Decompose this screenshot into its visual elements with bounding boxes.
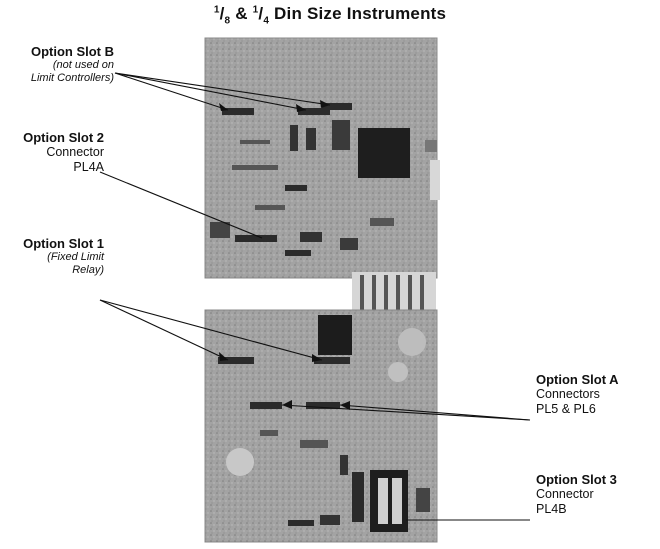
slot-b-connector-left — [222, 108, 254, 115]
leader-slot-1-a — [99, 299, 229, 361]
slot-3-line-2: PL4B — [536, 502, 567, 516]
slot-b-note-2: Limit Controllers) — [30, 72, 114, 84]
callout-option-slot-2: Option Slot 2 Connector PL4A — [0, 130, 104, 175]
callout-option-slot-1: Option Slot 1 (Fixed Limit Relay) — [0, 236, 104, 277]
leader-lines — [99, 72, 531, 521]
title-frac2-den: 4 — [263, 15, 270, 27]
leader-slot-1-b — [99, 299, 323, 361]
slot-1-connector-left — [218, 357, 254, 364]
leader-slot-a-1 — [281, 404, 531, 421]
leader-slot-b-1 — [114, 72, 229, 111]
slot-1-name: Option Slot 1 — [23, 236, 104, 251]
slot-b-connector-mid — [298, 108, 330, 115]
lower-ic-chip — [318, 315, 352, 355]
slot-2-line-2: PL4A — [73, 160, 104, 174]
slot-a-name: Option Slot A — [536, 372, 619, 387]
leader-slot-b-3 — [114, 72, 331, 106]
title-text: Din Size Instruments — [274, 4, 447, 23]
slot-3-name: Option Slot 3 — [536, 472, 617, 487]
slot-a-connector-pl6 — [306, 402, 340, 409]
slot-1-note-1: (Fixed Limit — [47, 251, 104, 263]
slot-2-line-1: Connector — [46, 145, 104, 159]
slot-2-connector-pl4a — [235, 235, 277, 242]
slot-b-name: Option Slot B — [30, 44, 114, 59]
slot-1-note-2: Relay) — [72, 264, 104, 276]
leader-slot-b-2 — [114, 72, 307, 111]
upper-board — [204, 37, 440, 279]
slot-3-line-1: Connector — [536, 487, 594, 501]
leader-slot-a-2 — [339, 404, 531, 421]
callout-option-slot-a: Option Slot A Connectors PL5 & PL6 — [536, 372, 658, 417]
arrowheads — [219, 100, 350, 410]
slot-1-connector-right — [314, 357, 350, 364]
large-ic-chip — [358, 128, 410, 178]
slot-a-connector-pl5 — [250, 402, 282, 409]
callout-option-slot-3: Option Slot 3 Connector PL4B — [536, 472, 658, 517]
slot-a-line-2: PL5 & PL6 — [536, 402, 596, 416]
slot-a-line-1: Connectors — [536, 387, 600, 401]
title-frac1-num: 1 — [213, 4, 220, 16]
diagram-title: 1/8 & 1/4 Din Size Instruments — [213, 4, 447, 27]
title-frac1-den: 8 — [224, 15, 231, 27]
lower-board — [204, 309, 438, 543]
title-frac2-num: 1 — [252, 4, 259, 16]
slot-2-name: Option Slot 2 — [23, 130, 104, 145]
slot-b-note-1: (not used on — [52, 59, 114, 71]
callout-option-slot-b: Option Slot B (not used on Limit Control… — [0, 44, 114, 85]
side-pin-connector — [352, 272, 436, 314]
slot-3-connector-pl4b — [370, 470, 408, 532]
leader-slot-2 — [99, 171, 263, 239]
slot-b-connector-right — [322, 103, 352, 110]
title-amp: & — [235, 4, 248, 23]
